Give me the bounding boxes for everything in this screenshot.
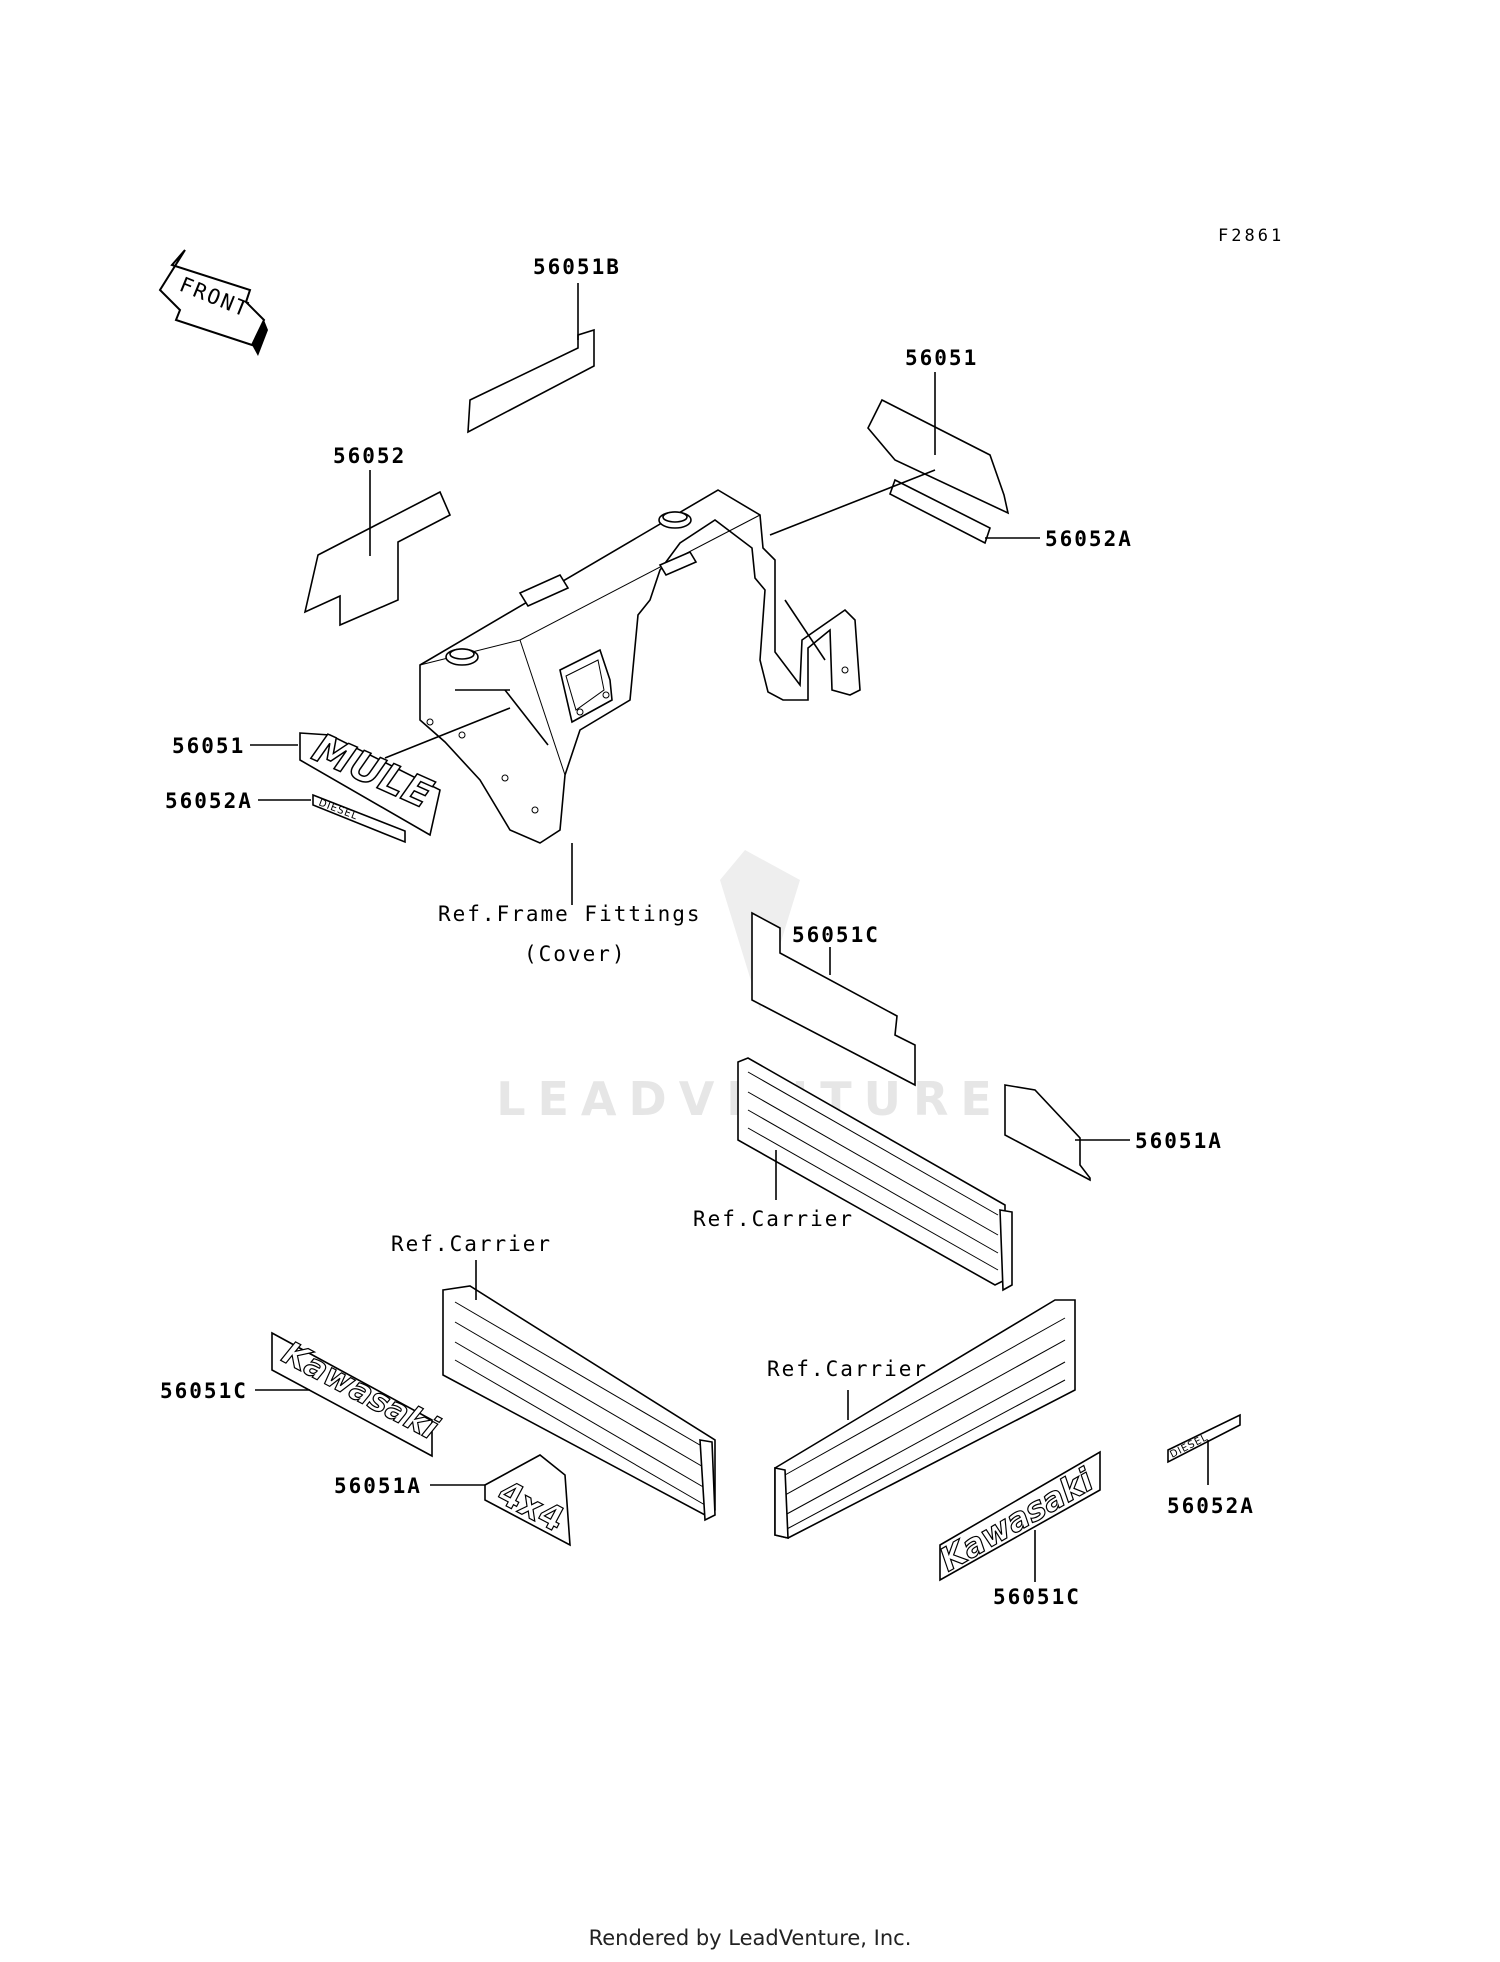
decal-56051a-middle (1004, 1084, 1130, 1182)
callout-56052a-right: 56052A (1167, 1494, 1255, 1518)
callout-56052a-mule: 56052A (165, 789, 253, 813)
decal-56051b (467, 283, 595, 434)
ref-frame-fittings: Ref.Frame Fittings (438, 902, 702, 926)
callout-56051-top: 56051 (905, 346, 978, 370)
callout-56051c-left: 56051C (160, 1379, 248, 1403)
footer-credit: Rendered by LeadVenture, Inc. (589, 1926, 912, 1950)
callout-56052: 56052 (333, 444, 406, 468)
diesel-text-left: DIESEL (317, 798, 359, 823)
ref-carrier-left: Ref.Carrier (391, 1232, 552, 1256)
decal-56051-top (867, 372, 1010, 515)
ref-cover: (Cover) (524, 942, 627, 966)
kawasaki-text-right: Kawasaki (933, 1460, 1100, 1579)
leader-56052-b (504, 689, 549, 746)
callout-56051a-middle: 56051A (1135, 1129, 1223, 1153)
kawasaki-decal-left: Kawasaki (255, 1331, 446, 1458)
decal-56052a-top (889, 478, 1040, 545)
four-by-four-decal: 4x4 (430, 1454, 571, 1547)
carrier-left (442, 1260, 716, 1522)
callout-56051c-right: 56051C (993, 1585, 1081, 1609)
carrier-right (774, 1299, 1076, 1540)
callout-56051c-middle: 56051C (792, 923, 880, 947)
leader-56051-to-cover (769, 469, 936, 536)
front-arrow-icon: FRONT (158, 249, 268, 356)
diesel-decal-right: DIESEL (1167, 1413, 1241, 1485)
callout-56051a-left: 56051A (334, 1474, 422, 1498)
decal-56051c-middle (751, 911, 916, 1087)
figure-id: F2861 (1218, 226, 1284, 246)
decal-56052 (303, 470, 452, 627)
ref-carrier-right: Ref.Carrier (767, 1357, 928, 1381)
leader-56052a-to-cover (784, 599, 826, 661)
ref-carrier-center: Ref.Carrier (693, 1207, 854, 1231)
carrier-center (737, 1057, 1013, 1292)
callout-56051b: 56051B (533, 255, 621, 279)
kawasaki-decal-right: Kawasaki (932, 1450, 1101, 1582)
callout-56051-mule: 56051 (172, 734, 245, 758)
callout-56052a-top: 56052A (1045, 527, 1133, 551)
frame-cover (419, 489, 861, 905)
